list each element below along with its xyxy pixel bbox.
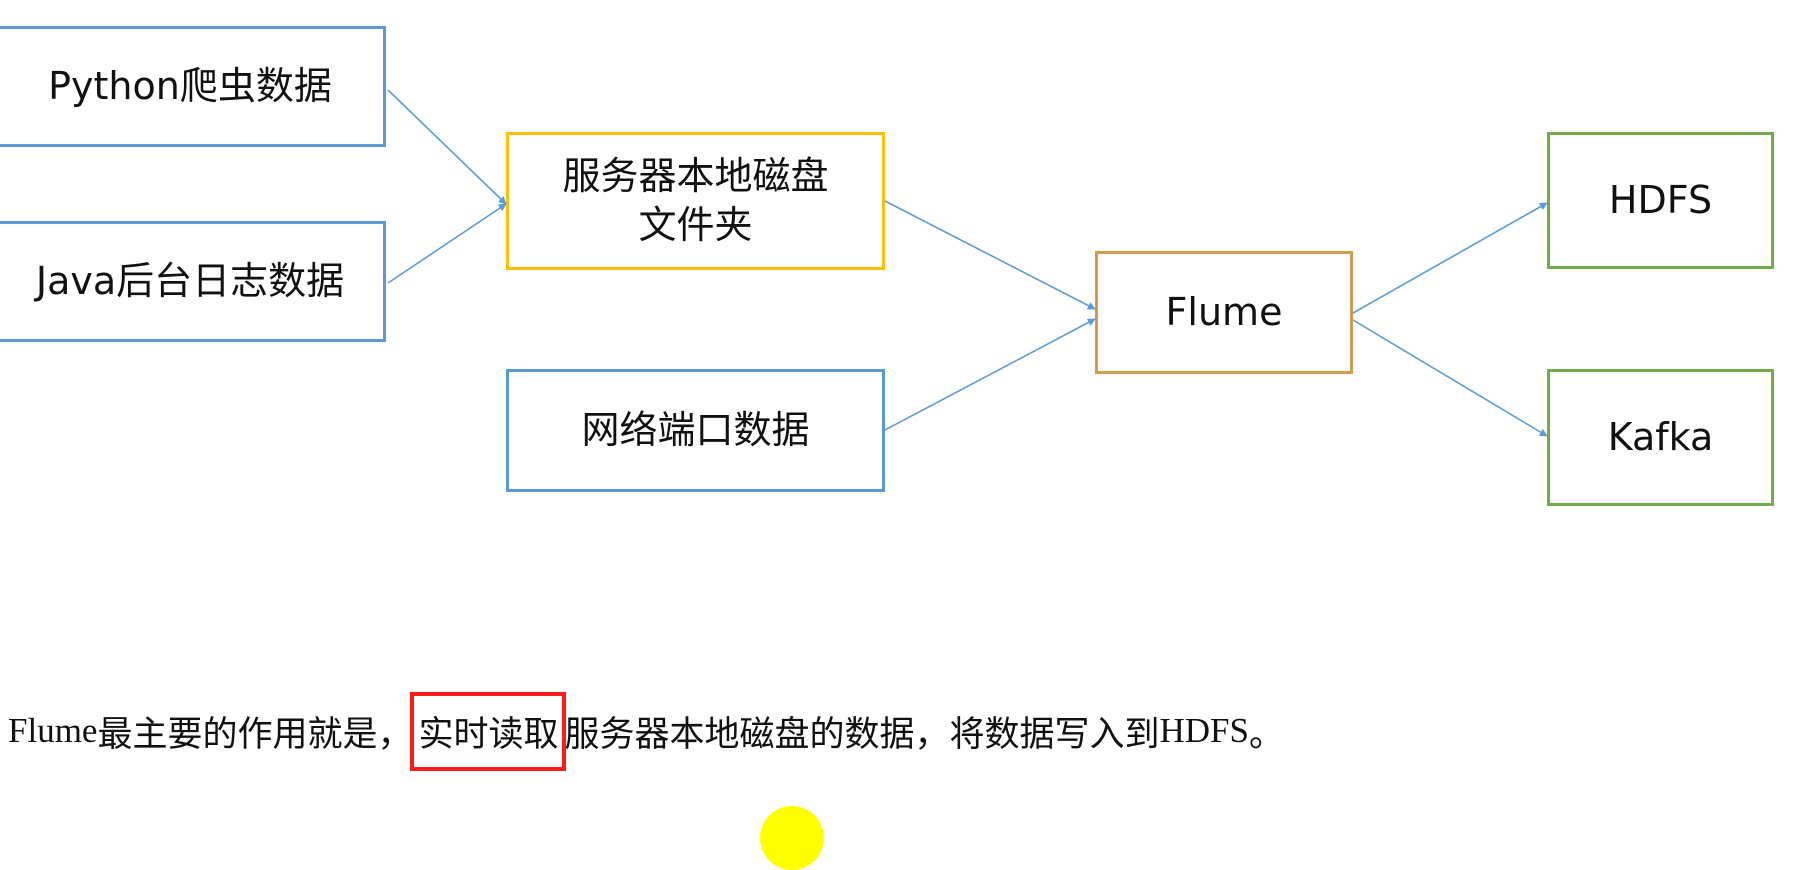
caption-highlight-realtime-read: 实时读取 (410, 691, 567, 771)
arrow-java-to-disk (387, 203, 507, 284)
node-kafka: Kafka (1547, 369, 1774, 506)
node-server-disk-folder: 服务器本地磁盘 文件夹 (506, 132, 885, 270)
node-flume: Flume (1095, 251, 1353, 374)
node-disk-label-line2: 文件夹 (638, 203, 753, 247)
node-kafka-label: Kafka (1607, 414, 1714, 459)
caption-hdfs-word: HDFS (1159, 711, 1249, 750)
caption-sentence: Flume 最主要的作用就是， 实时读取 服务器本地磁盘的数据，将数据写入到 H… (8, 691, 1284, 771)
arrow-disk-to-flume (884, 200, 1096, 310)
node-python-crawler-data: Python爬虫数据 (0, 26, 386, 147)
arrow-python-to-disk (387, 89, 507, 205)
node-python-label: Python爬虫数据 (48, 63, 332, 108)
node-hdfs-label: HDFS (1608, 177, 1713, 222)
arrow-flume-to-kafka (1352, 319, 1548, 437)
arrow-flume-to-hdfs (1352, 202, 1548, 314)
node-java-log-data: Java后台日志数据 (0, 221, 386, 342)
cursor-highlight-dot (760, 806, 824, 870)
node-network-port-data: 网络端口数据 (506, 369, 885, 492)
node-java-label: Java后台日志数据 (35, 258, 345, 303)
caption-flume-word: Flume (8, 711, 98, 750)
caption-prefix-text: 最主要的作用就是， (97, 714, 413, 755)
node-flume-label: Flume (1165, 289, 1283, 334)
node-disk-label-line1: 服务器本地磁盘 (562, 153, 829, 198)
arrow-network-to-flume (884, 318, 1096, 431)
node-network-label: 网络端口数据 (581, 407, 810, 452)
node-hdfs: HDFS (1547, 132, 1774, 269)
caption-end-punct: 。 (1248, 714, 1284, 755)
caption-middle-text: 服务器本地磁盘的数据，将数据写入到 (564, 714, 1160, 755)
